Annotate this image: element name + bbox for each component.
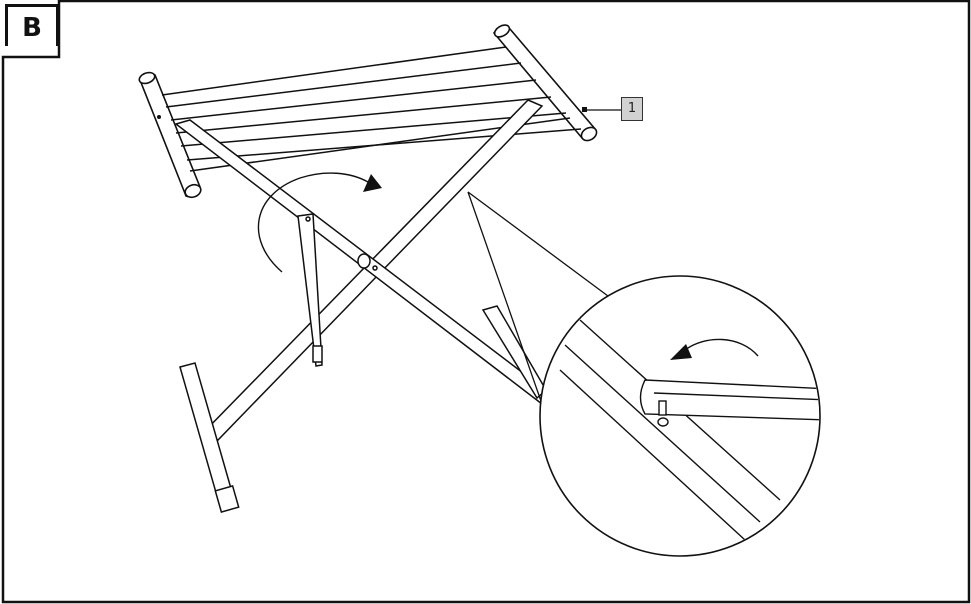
callout-label-1: 1 xyxy=(621,97,643,121)
step-label: B xyxy=(5,4,59,46)
detail-view xyxy=(539,275,821,557)
x-legs xyxy=(174,99,554,513)
callout-dot xyxy=(582,107,587,112)
rotation-arrow-left xyxy=(257,172,369,273)
rack-top xyxy=(138,24,598,199)
pin-mark xyxy=(157,115,161,119)
zoom-lines xyxy=(467,191,613,405)
arrowhead-left xyxy=(363,174,382,192)
